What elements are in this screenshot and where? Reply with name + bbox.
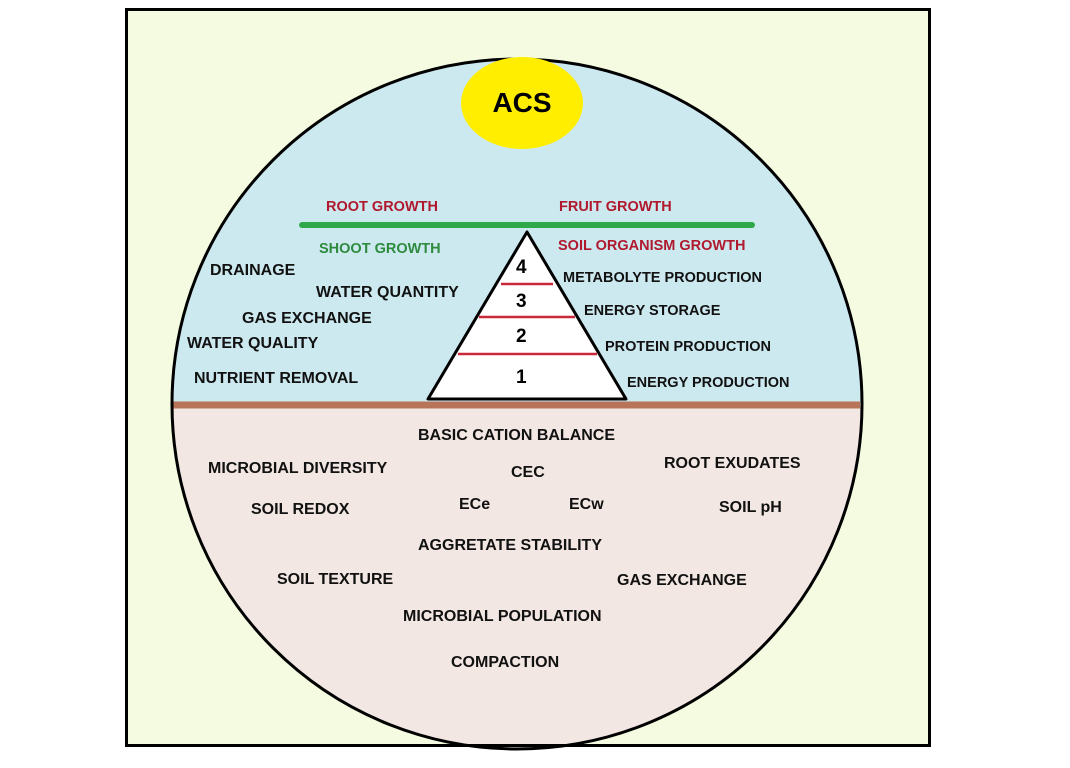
sun <box>461 57 583 149</box>
soil-factor-gas-exchange: GAS EXCHANGE <box>617 572 747 589</box>
frame <box>125 8 931 747</box>
right-process-energy-production: ENERGY PRODUCTION <box>627 375 790 391</box>
soil-factor-microbial-diversity: MICROBIAL DIVERSITY <box>208 460 388 477</box>
soil-factor-soil-redox: SOIL REDOX <box>251 501 350 518</box>
soil-factor-ecw: ECw <box>569 496 604 513</box>
left-factor-nutrient-removal: NUTRIENT REMOVAL <box>194 370 359 387</box>
pyramid-level-3: 3 <box>516 291 527 312</box>
left-factor-water-quantity: WATER QUANTITY <box>316 284 459 301</box>
pyramid-level-4: 4 <box>516 257 527 278</box>
soil-factor-soil-texture: SOIL TEXTURE <box>277 571 394 588</box>
root-growth-label: ROOT GROWTH <box>326 199 438 215</box>
right-process-protein-production: PROTEIN PRODUCTION <box>605 339 771 355</box>
soil-factor-soil-ph: SOIL pH <box>719 499 782 516</box>
soil-factor-root-exudates: ROOT EXUDATES <box>664 455 801 472</box>
soil-factor-microbial-population: MICROBIAL POPULATION <box>403 608 602 625</box>
left-factor-gas-exchange: GAS EXCHANGE <box>242 310 372 327</box>
pyramid <box>426 230 628 401</box>
shoot-growth-label: SHOOT GROWTH <box>319 241 441 257</box>
acs-title: ACS <box>492 87 552 118</box>
left-factor-drainage: DRAINAGE <box>210 262 296 279</box>
soil-factor-cec: CEC <box>511 464 545 481</box>
soil-organism-growth-label: SOIL ORGANISM GROWTH <box>558 238 746 254</box>
right-process-energy-storage: ENERGY STORAGE <box>584 303 721 319</box>
pyramid-level-1: 1 <box>516 367 527 388</box>
soil-factor-ece: ECe <box>459 496 491 513</box>
fruit-growth-label: FRUIT GROWTH <box>559 199 672 215</box>
right-process-metabolyte-production: METABOLYTE PRODUCTION <box>563 270 762 286</box>
left-factor-water-quality: WATER QUALITY <box>187 335 319 352</box>
soil-factor-basic-cation-balance: BASIC CATION BALANCE <box>418 427 616 444</box>
pyramid-level-2: 2 <box>516 326 527 347</box>
soil-factor-aggretate-stability: AGGRETATE STABILITY <box>418 537 602 554</box>
soil-factor-compaction: COMPACTION <box>451 654 560 671</box>
